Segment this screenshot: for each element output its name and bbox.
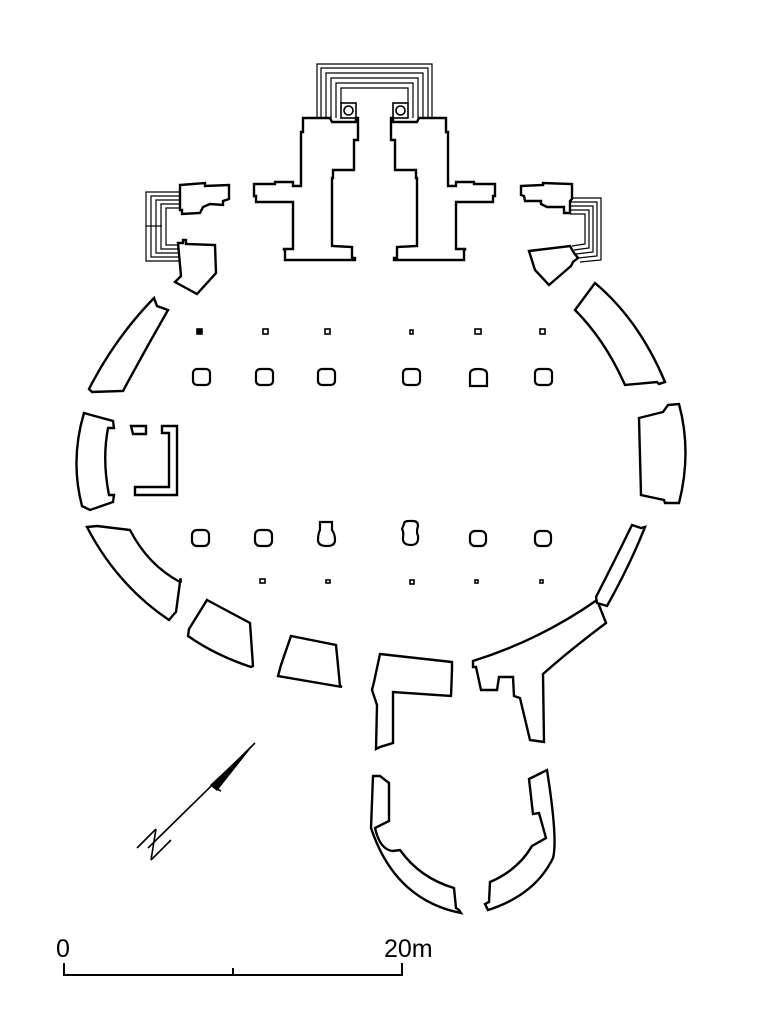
porch-wall-left [370,652,454,751]
wall-segment-sw [85,524,182,622]
column [474,579,479,584]
column [474,328,482,335]
west-tower-lower [173,238,218,296]
west-inner-wall [133,424,179,497]
column [539,328,546,335]
west-inner-block [129,424,148,436]
column [325,579,331,584]
north-arrow [136,742,256,861]
wall-segment-ssw [186,598,255,669]
north-sanctuary [252,63,497,262]
east-tower [519,181,602,287]
column [179,578,182,583]
pier [253,528,274,548]
scale-label-start: 0 [56,935,70,963]
column [539,579,544,584]
wall-segment-ne [573,281,667,387]
scale-bar [63,963,403,976]
porch-wall-right [471,598,608,744]
wall-segment-se [594,523,647,608]
piers-north-row [191,367,554,388]
porch-arc-left [369,774,464,915]
east-tower-lower [527,244,580,287]
west-tower [145,181,231,296]
sanctuary-wall-right [389,116,497,262]
west-tower-upper [178,181,231,216]
pier [316,520,337,548]
pier [316,367,337,387]
column [262,328,269,335]
east-tower-upper [519,181,574,215]
pier [190,528,211,548]
columns-north-small [196,328,546,335]
wall-segment-w [75,411,116,512]
perimeter-walls [75,281,687,751]
column [196,328,203,335]
column [409,329,414,335]
pier [468,367,489,388]
wall-segment-e [637,402,687,505]
north-arrow-head-icon [210,743,255,791]
pier [533,367,554,387]
sanctuary-wall-left [252,116,360,262]
north-steps [316,63,433,118]
piers-south-row [190,519,553,548]
pier [401,367,422,387]
column [324,328,331,335]
pier [468,529,488,548]
pier [191,367,212,387]
column [259,578,266,584]
column [409,579,415,585]
south-porch [369,768,556,915]
pier [400,519,420,547]
wall-segment-s [276,634,343,689]
pier [533,529,553,548]
pier [254,367,275,387]
columns-south-small [179,578,544,585]
east-steps [570,197,602,263]
scale-label-end: 20m [384,935,433,963]
west-steps [145,191,180,262]
porch-arc-right [483,768,556,912]
north-label-n-icon [136,828,172,861]
wall-segment-nw [87,295,170,394]
